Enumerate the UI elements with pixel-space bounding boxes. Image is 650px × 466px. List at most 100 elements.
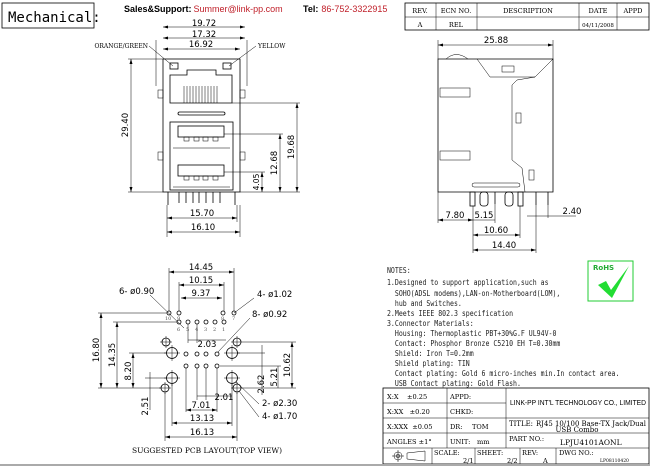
dim-16-92: 16.92 bbox=[189, 40, 213, 50]
section-title: Mechanical: bbox=[8, 10, 101, 26]
dim-16-10: 16.10 bbox=[191, 223, 215, 233]
usb-port-upper bbox=[177, 125, 225, 138]
dim-4-05: 4.05 bbox=[252, 173, 261, 190]
note-line: hub and Switches. bbox=[387, 298, 462, 308]
side-view: 25.88 7.80 5.15 10.60 14.40 2.40 bbox=[437, 36, 582, 253]
tolerance-x: X:X ±0.25 bbox=[387, 393, 427, 401]
dim-13-13: 13.13 bbox=[190, 414, 214, 424]
notes-title: NOTES: bbox=[387, 265, 411, 275]
appd-header: APPD bbox=[623, 7, 643, 15]
rev-header: REV. bbox=[412, 7, 427, 15]
ecn-value: REL bbox=[449, 21, 464, 29]
tolerance-xxx: X:XXX ±0.05 bbox=[387, 423, 432, 431]
sheet-value: 2/2 bbox=[507, 457, 518, 465]
dim-10-60: 10.60 bbox=[484, 226, 508, 236]
dim-10-62: 10.62 bbox=[283, 353, 293, 377]
usb-ports bbox=[169, 121, 234, 191]
date-header: DATE bbox=[589, 7, 608, 15]
svg-text:9: 9 bbox=[177, 316, 180, 322]
dim-29-40: 29.40 bbox=[121, 113, 131, 137]
description-header: DESCRIPTION bbox=[503, 7, 553, 15]
dim-2-62: 2.62 bbox=[257, 375, 267, 394]
tel-label: Tel:86-752-3322915 bbox=[303, 4, 387, 14]
connector-body bbox=[162, 58, 241, 193]
led-right bbox=[222, 62, 232, 70]
dim-9-37: 9.37 bbox=[192, 289, 211, 299]
rev-label: REV: bbox=[522, 449, 538, 457]
svg-text:4: 4 bbox=[195, 327, 198, 333]
dim-8-20: 8.20 bbox=[124, 362, 134, 381]
rj45-port bbox=[169, 69, 233, 104]
dim-17-32: 17.32 bbox=[192, 30, 216, 40]
title-line1: RJ45 10/100 Base-TX Jack/Dual bbox=[536, 420, 647, 428]
note-line: 2.Meets IEEE 802.3 specification bbox=[387, 308, 513, 318]
usb-port-lower bbox=[177, 164, 225, 177]
dim-19-68: 19.68 bbox=[287, 135, 297, 159]
led-label-orange-green: ORANGE/GREEN bbox=[94, 43, 148, 50]
part-label: PART NO.: bbox=[509, 435, 544, 443]
tel-value: 86-752-3322915 bbox=[321, 4, 387, 14]
rev-value-tb: A bbox=[542, 457, 548, 465]
svg-text:5: 5 bbox=[186, 327, 189, 333]
tolerance-xx: X:XX ±0.20 bbox=[387, 408, 430, 416]
note-line: Shield plating: TIN bbox=[387, 358, 470, 368]
dim-14-40: 14.40 bbox=[492, 241, 516, 251]
unit-label: UNIT: bbox=[450, 438, 470, 446]
dr-value: TOM bbox=[472, 423, 489, 431]
led-left bbox=[169, 62, 179, 70]
date-value: 04/11/2008 bbox=[582, 23, 614, 29]
part-number: LPJU4101AONL bbox=[560, 438, 622, 447]
tolerance-angles: ANGLES ±1° bbox=[386, 438, 432, 446]
svg-text:2: 2 bbox=[213, 327, 216, 333]
header: Mechanical: Sales&Support:Summer@link-pp… bbox=[1, 2, 387, 29]
sheet-label: SHEET: bbox=[477, 449, 503, 457]
dim-25-88: 25.88 bbox=[484, 36, 508, 46]
dim-19-72: 19.72 bbox=[192, 19, 216, 29]
dim-7-01: 7.01 bbox=[192, 401, 211, 411]
svg-text:3: 3 bbox=[204, 327, 207, 333]
dim-14-35: 14.35 bbox=[108, 343, 118, 367]
svg-text:10: 10 bbox=[165, 316, 171, 322]
sales-email-link[interactable]: Summer@link-pp.com bbox=[194, 4, 283, 14]
callout-6-d0-90: 6- ø0.90 bbox=[119, 287, 154, 297]
note-line: Contact: Phosphor Bronze C5210 EH T=0.30… bbox=[387, 338, 561, 348]
dwg-number: LP08110420 bbox=[600, 458, 629, 464]
dwg-label: DWG NO.: bbox=[559, 449, 594, 457]
title-block: X:X ±0.25 X:XX ±0.20 X:XXX ±0.05 ANGLES … bbox=[382, 387, 650, 465]
pcb-layout-caption: SUGGESTED PCB LAYOUT(TOP VIEW) bbox=[132, 446, 282, 455]
dim-2-40: 2.40 bbox=[563, 207, 582, 217]
svg-text:7: 7 bbox=[232, 316, 235, 322]
title-line2: USB Combo bbox=[556, 426, 599, 434]
svg-text:8: 8 bbox=[221, 316, 224, 322]
scale-value: 2/1 bbox=[463, 457, 474, 465]
dr-label: DR: bbox=[450, 423, 462, 431]
dim-10-15: 10.15 bbox=[189, 276, 213, 286]
dim-15-70: 15.70 bbox=[190, 209, 214, 219]
chkd-label: CHKD: bbox=[450, 408, 473, 416]
dim-5-15: 5.15 bbox=[475, 211, 494, 221]
note-line: SOHO(ADSL modems),LAN-on-Motherboard(LOM… bbox=[387, 288, 560, 298]
note-line: USB Contact plating: Gold Flash. bbox=[387, 378, 521, 388]
front-view: 19.72 17.32 16.92 ORANGE/GREEN YELLOW 29… bbox=[94, 19, 300, 237]
dim-14-45: 14.45 bbox=[189, 263, 213, 273]
ecn-header: ECN NO. bbox=[441, 7, 472, 15]
dim-16-13: 16.13 bbox=[190, 428, 214, 438]
rohs-logo: RoHS bbox=[587, 260, 634, 302]
callout-4-d1-02: 4- ø1.02 bbox=[257, 290, 292, 300]
revision-table: REV. ECN NO. DESCRIPTION DATE APPD A REL… bbox=[404, 2, 650, 31]
dim-2-51: 2.51 bbox=[141, 397, 151, 416]
dim-2-03: 2.03 bbox=[198, 340, 217, 350]
svg-text:RoHS: RoHS bbox=[593, 264, 614, 272]
pins bbox=[167, 192, 236, 205]
dim-5-21: 5.21 bbox=[270, 368, 280, 387]
rev-value: A bbox=[417, 21, 423, 29]
note-line: Housing: Thermoplastic PBT+30%G.F UL94V-… bbox=[387, 328, 556, 338]
title-label: TITLE:RJ45 10/100 Base-TX Jack/Dual bbox=[509, 420, 647, 428]
callout-8-d0-92: 8- ø0.92 bbox=[252, 310, 287, 320]
sales-label: Sales&Support:Summer@link-pp.com bbox=[124, 4, 283, 14]
callout-4-d1-70: 4- ø1.70 bbox=[262, 412, 297, 422]
svg-text:1: 1 bbox=[222, 327, 225, 333]
